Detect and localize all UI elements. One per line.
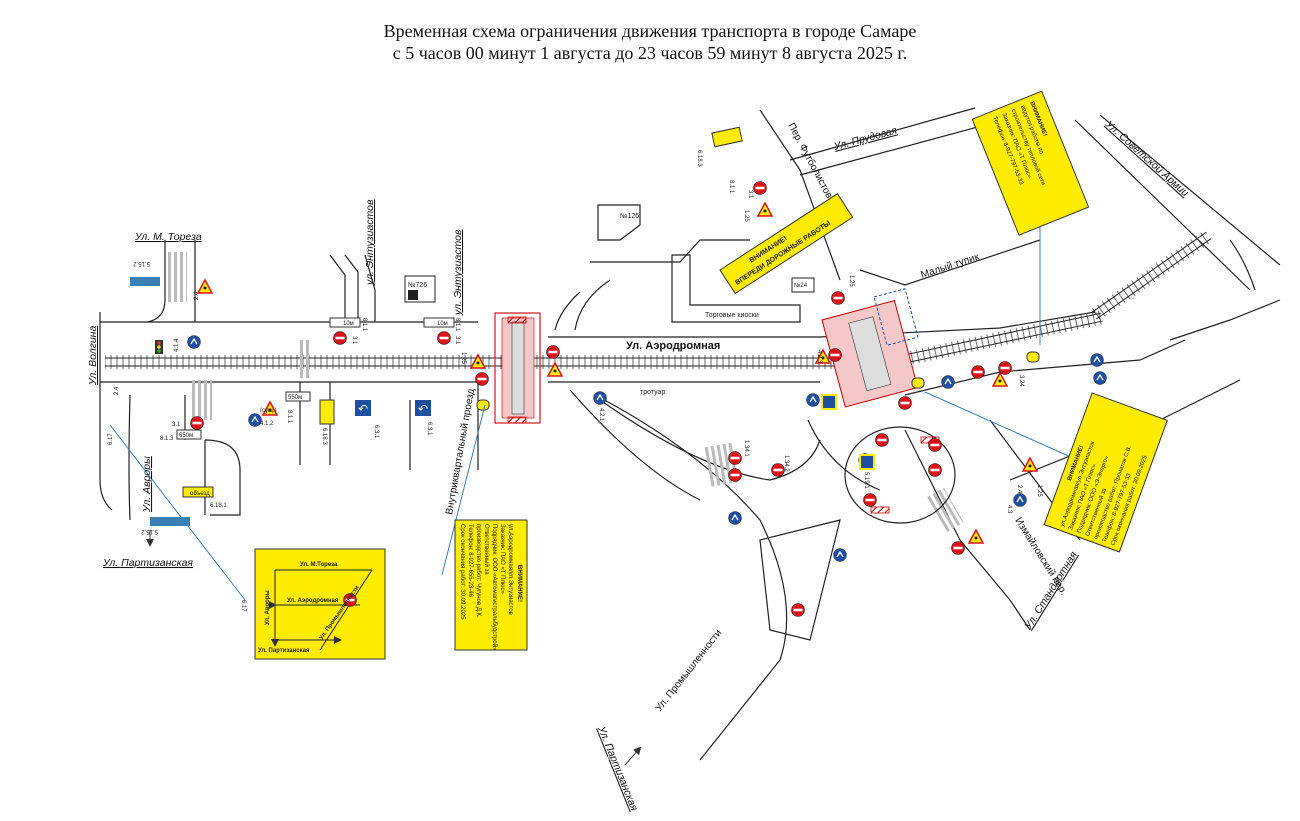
svg-text:6.3.1: 6.3.1 bbox=[373, 425, 379, 439]
u-turn-icon bbox=[355, 400, 371, 416]
map-title: Временная схема ограничения движения тра… bbox=[0, 20, 1300, 64]
svg-text:3.1: 3.1 bbox=[747, 190, 753, 199]
street-vnutrikvartalny: Внутриквартальный проезд bbox=[444, 388, 477, 516]
svg-text:Срок окончания работ: 30.09.20: Срок окончания работ: 30.09.2025 bbox=[459, 524, 465, 620]
sign-650m: 650м bbox=[179, 433, 193, 439]
street-sovetskoy-armii: Ул. Советской Армии bbox=[1102, 118, 1191, 200]
svg-text:8.1.1: 8.1.1 bbox=[454, 318, 460, 332]
svg-text:1.25: 1.25 bbox=[1036, 485, 1042, 497]
pedestrian-crossings bbox=[165, 252, 964, 533]
street-partizanskaya-left: Ул. Партизанская bbox=[102, 557, 193, 569]
svg-text:2.4: 2.4 bbox=[1016, 485, 1022, 494]
svg-text:6.18.3: 6.18.3 bbox=[321, 428, 327, 445]
svg-text:1.34.2: 1.34.2 bbox=[783, 455, 789, 472]
svg-text:3.24: 3.24 bbox=[1018, 375, 1024, 387]
street-avrory: Ул. Авроры bbox=[141, 456, 153, 513]
svg-text:↶: ↶ bbox=[358, 402, 368, 416]
label-torgovye-kioski: Торговые киоски bbox=[705, 312, 759, 319]
svg-text:4.3: 4.3 bbox=[1006, 505, 1012, 514]
sign-objezd: объезд bbox=[190, 491, 210, 497]
work-zone-left bbox=[470, 312, 563, 424]
building-726: №726 bbox=[408, 282, 427, 289]
pedestrian-crossing-icon bbox=[821, 394, 837, 410]
svg-text:4.2.3: 4.2.3 bbox=[816, 350, 822, 364]
svg-text:Ответственный за: Ответственный за bbox=[483, 524, 490, 575]
direction-arrows bbox=[146, 530, 642, 766]
svg-text:производство работ: Чугунов Д.: производство работ: Чугунов Д.К. bbox=[475, 524, 481, 618]
sign-10m-b: 10м bbox=[437, 321, 448, 327]
svg-text:8.1.1: 8.1.1 bbox=[361, 318, 367, 332]
fuel-station-icon bbox=[408, 290, 418, 300]
svg-text:Подрядчик: ООО «Автомагистраль: Подрядчик: ООО «Автомагистральбудстрой» bbox=[491, 524, 498, 651]
road-works-banner: ВНИМАНИЕ! ВПЕРЕДИ ДОРОЖНЫЕ РАБОТЫ bbox=[719, 193, 854, 295]
street-m-toreza: Ул. М. Тореза bbox=[134, 231, 202, 243]
road-network bbox=[99, 107, 1281, 761]
svg-text:5.15.2: 5.15.2 bbox=[141, 528, 158, 534]
svg-text:(сущ.): (сущ.) bbox=[260, 408, 277, 414]
lamp-icon bbox=[476, 399, 490, 411]
svg-text:ВНИМАНИЕ!: ВНИМАНИЕ! bbox=[516, 565, 522, 602]
notice-center: ВНИМАНИЕ! ул.Аэродромная/ул.Энтузиастов … bbox=[454, 519, 528, 651]
label-trotuar: тротуар bbox=[640, 389, 665, 396]
street-entuziastov-1: ул. Энтузиастов bbox=[364, 199, 376, 286]
svg-text:6.17: 6.17 bbox=[108, 433, 114, 445]
svg-text:3.1: 3.1 bbox=[172, 422, 181, 428]
title-line-1: Временная схема ограничения движения тра… bbox=[383, 21, 917, 41]
svg-text:4.2.1: 4.2.1 bbox=[598, 408, 604, 422]
svg-text:Телефон: 8-927-655-23-46: Телефон: 8-927-655-23-46 bbox=[467, 524, 473, 598]
detour-scheme: Ул. М.Тореза Ул. Аэродромная Ул. Партиза… bbox=[254, 548, 386, 660]
svg-text:8.1.3: 8.1.3 bbox=[160, 436, 174, 442]
notice-right: ВНИМАНИЕ! ул.Аэродромная/ул.Энтузиастов … bbox=[1043, 392, 1168, 553]
street-partizanskaya-bottom: Ул. Партизанская bbox=[595, 724, 640, 813]
work-zone-right bbox=[805, 288, 1040, 524]
svg-text:1.25: 1.25 bbox=[848, 275, 854, 287]
svg-text:6.3.1: 6.3.1 bbox=[426, 422, 432, 436]
svg-text:1.25: 1.25 bbox=[460, 352, 466, 364]
sign-550m: 550м bbox=[288, 395, 302, 401]
svg-text:ул.Аэродромная/ул.Энтузиастов: ул.Аэродромная/ул.Энтузиастов bbox=[507, 524, 513, 615]
svg-text:Ул. Аэродромная: Ул. Аэродромная bbox=[287, 598, 339, 604]
svg-text:4.1.4: 4.1.4 bbox=[174, 338, 180, 352]
svg-text:1.25: 1.25 bbox=[743, 210, 749, 222]
building-24: №24 bbox=[794, 282, 808, 289]
street-aerodromnaya: Ул. Аэродромная bbox=[626, 340, 720, 352]
u-turn-icon bbox=[415, 400, 431, 416]
svg-text:↶: ↶ bbox=[418, 402, 428, 416]
svg-text:2.4: 2.4 bbox=[114, 386, 120, 395]
street-volgina: Ул. Волгина bbox=[87, 326, 99, 386]
street-entuziastov-2: ул. Энтузиастов bbox=[452, 229, 464, 316]
notice-top-right: ВНИМАНИЕ! ведутся работы по строительств… bbox=[971, 90, 1090, 236]
sign-codes: 6.18.3 3.1 8.1.1 1.25 5.15.2 2.4 4.1.4 2… bbox=[108, 150, 1042, 612]
svg-text:Ул. Партизанская: Ул. Партизанская bbox=[258, 648, 310, 654]
title-line-2: с 5 часов 00 минут 1 августа до 23 часов… bbox=[392, 43, 908, 63]
svg-text:6.18.1: 6.18.1 bbox=[210, 503, 227, 509]
sign-10m-a: 10м bbox=[343, 321, 354, 327]
svg-text:6.17: 6.17 bbox=[240, 600, 246, 612]
building-126: №126 bbox=[620, 213, 639, 220]
svg-text:Заказчик: ПАО «Т Плюс»: Заказчик: ПАО «Т Плюс» bbox=[499, 524, 505, 594]
svg-text:3.1: 3.1 bbox=[351, 336, 357, 345]
street-maly-tupik: Малый тупик bbox=[920, 252, 981, 281]
svg-text:3.1: 3.1 bbox=[454, 336, 460, 345]
svg-text:8.1.1: 8.1.1 bbox=[286, 410, 292, 424]
svg-text:4.1.2: 4.1.2 bbox=[260, 421, 274, 427]
svg-text:Ул. М.Тореза: Ул. М.Тореза bbox=[300, 562, 338, 568]
svg-text:Ул. Авроры: Ул. Авроры bbox=[265, 590, 271, 625]
svg-text:2.4: 2.4 bbox=[194, 291, 200, 300]
road-signs: ↶ ↶ объезд 550м 650м 10м 10м bbox=[130, 126, 1108, 617]
svg-text:6.18.3: 6.18.3 bbox=[696, 150, 702, 167]
svg-text:1.34.1: 1.34.1 bbox=[743, 440, 749, 457]
street-futbolistov: Пер. Футболистов bbox=[785, 121, 835, 201]
svg-text:5.15.2: 5.15.2 bbox=[133, 260, 150, 266]
svg-text:8.1.1: 8.1.1 bbox=[728, 180, 734, 194]
svg-text:5.19.1: 5.19.1 bbox=[863, 472, 869, 489]
street-promyshlennosti: Ул. Промышленности bbox=[654, 628, 725, 714]
street-prudovaya: Ул. Прудовая bbox=[832, 124, 899, 153]
